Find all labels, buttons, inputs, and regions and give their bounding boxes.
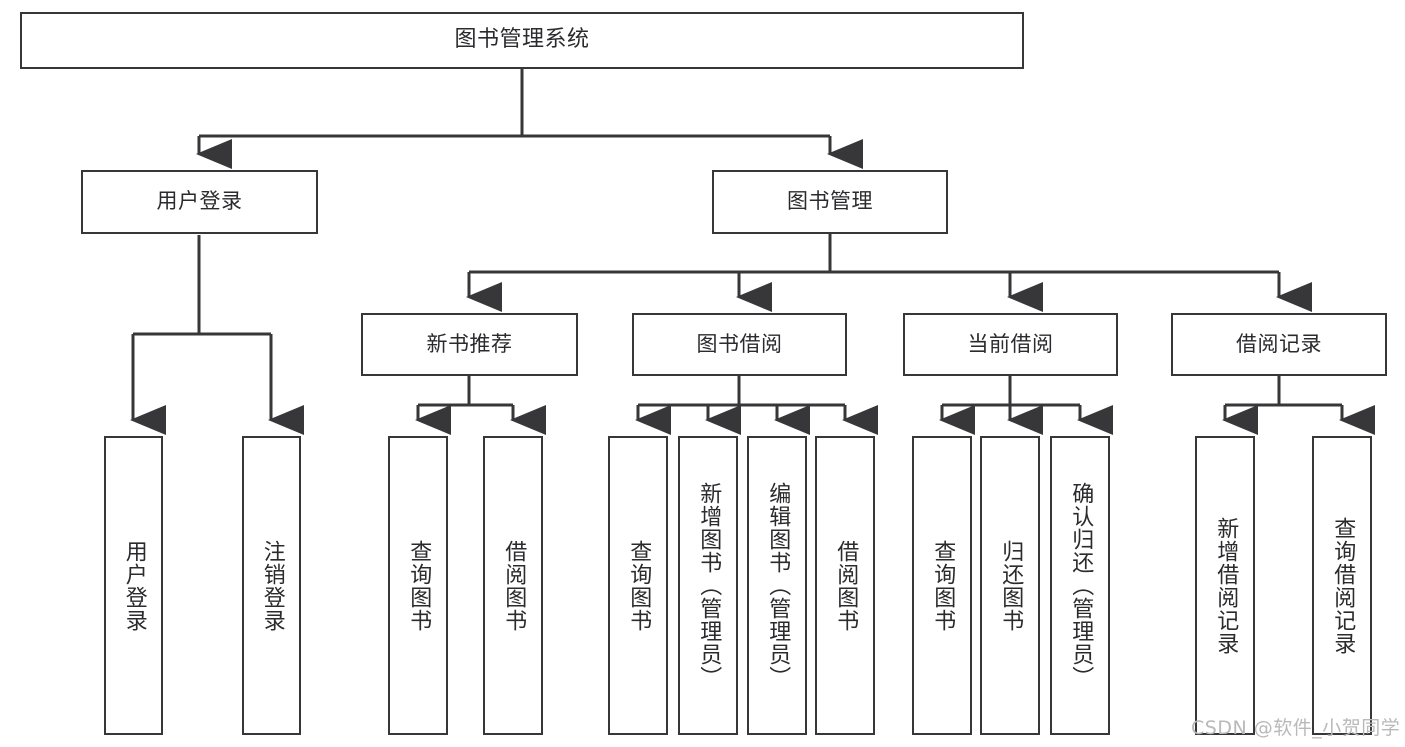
node-root-system[interactable]: 图书管理系统: [20, 12, 1024, 69]
node-book-borrow[interactable]: 图书借阅: [632, 313, 847, 376]
leaf-book-borrow-edit[interactable]: 编辑图书（管理员）: [747, 436, 807, 735]
node-label: 用户登录: [156, 189, 243, 214]
node-label: 编辑图书（管理员）: [765, 482, 791, 689]
leaf-new-book-query[interactable]: 查询图书: [388, 436, 448, 735]
leaf-user-login-logout[interactable]: 注销登录: [242, 436, 301, 735]
node-label: 查询图书: [406, 539, 432, 632]
node-label: 借阅图书: [833, 539, 859, 632]
node-current-borrow[interactable]: 当前借阅: [903, 313, 1118, 376]
node-label: 图书借阅: [696, 331, 783, 356]
node-label: 用户登录: [121, 539, 147, 632]
leaf-book-borrow-query[interactable]: 查询图书: [608, 436, 668, 735]
node-label: 新增图书（管理员）: [696, 482, 722, 689]
leaf-borrow-record-add[interactable]: 新增借阅记录: [1195, 436, 1255, 735]
watermark-text: CSDN @软件_小贺同学: [1191, 717, 1401, 739]
node-label: 借阅记录: [1236, 331, 1322, 356]
node-borrow-record[interactable]: 借阅记录: [1171, 313, 1387, 376]
node-label: 归还图书: [998, 539, 1024, 632]
node-label: 查询图书: [626, 539, 652, 632]
node-label: 确认归还（管理员）: [1068, 482, 1094, 689]
leaf-current-borrow-query[interactable]: 查询图书: [912, 436, 972, 735]
node-label: 借阅图书: [501, 539, 527, 632]
node-label: 注销登录: [259, 539, 285, 632]
leaf-new-book-borrow[interactable]: 借阅图书: [483, 436, 543, 735]
node-label: 图书管理系统: [454, 27, 590, 53]
leaf-user-login-login[interactable]: 用户登录: [104, 436, 163, 735]
leaf-borrow-record-query[interactable]: 查询借阅记录: [1312, 436, 1372, 735]
node-user-login[interactable]: 用户登录: [81, 170, 318, 234]
node-label: 新增借阅记录: [1213, 516, 1239, 655]
node-book-management[interactable]: 图书管理: [712, 170, 948, 234]
node-label: 查询图书: [930, 539, 956, 632]
node-label: 查询借阅记录: [1330, 516, 1356, 655]
node-label: 当前借阅: [967, 331, 1054, 356]
leaf-book-borrow-borrow[interactable]: 借阅图书: [815, 436, 875, 735]
node-new-book-recommend[interactable]: 新书推荐: [361, 313, 578, 376]
leaf-current-borrow-return[interactable]: 归还图书: [980, 436, 1040, 735]
node-label: 图书管理: [787, 189, 873, 214]
leaf-current-borrow-confirm-return[interactable]: 确认归还（管理员）: [1050, 436, 1110, 735]
node-label: 新书推荐: [426, 331, 513, 356]
leaf-book-borrow-add[interactable]: 新增图书（管理员）: [678, 436, 738, 735]
